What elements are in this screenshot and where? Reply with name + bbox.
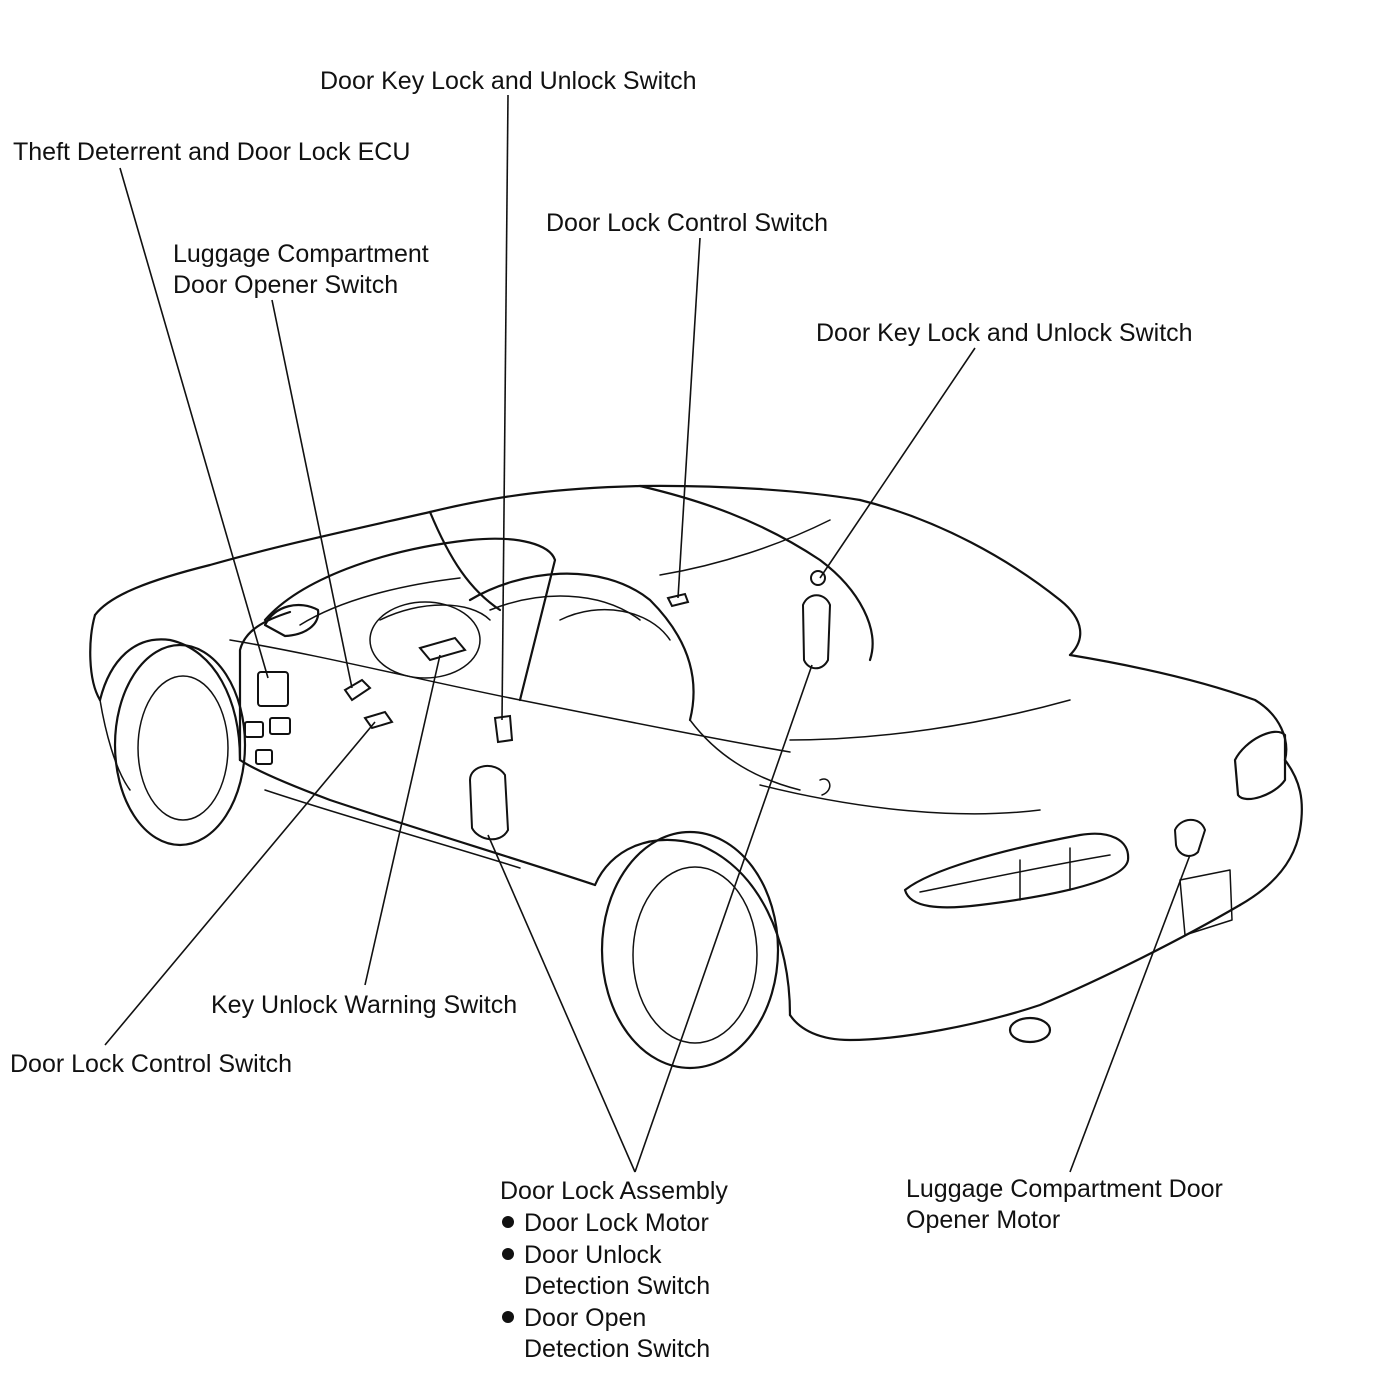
label-luggage-opener-motor: Luggage Compartment Door Opener Motor bbox=[906, 1174, 1223, 1236]
luggage-opener-motor-part bbox=[1173, 818, 1207, 857]
label-luggage-opener-switch: Luggage Compartment Door Opener Switch bbox=[173, 239, 429, 301]
door-lock-assembly-right-part bbox=[801, 594, 832, 670]
door-key-switch-left-part bbox=[493, 714, 514, 744]
door-lock-assembly-item-3-line2: Detection Switch bbox=[524, 1335, 711, 1363]
label-key-unlock-warning-switch: Key Unlock Warning Switch bbox=[211, 991, 518, 1019]
label-door-lock-control-switch-top: Door Lock Control Switch bbox=[546, 209, 829, 237]
label-luggage-opener-switch-line2: Door Opener Switch bbox=[173, 271, 399, 299]
bullet-dot bbox=[502, 1311, 514, 1324]
label-luggage-opener-motor-line1: Luggage Compartment Door bbox=[906, 1175, 1223, 1203]
relay-part-2 bbox=[269, 717, 291, 735]
relay-part-1 bbox=[244, 721, 264, 738]
label-door-lock-assembly: Door Lock Assembly bbox=[500, 1176, 728, 1207]
key-unlock-warning-switch-part bbox=[418, 636, 467, 662]
door-lock-assembly-item-2-line2: Detection Switch bbox=[524, 1272, 711, 1300]
label-luggage-opener-motor-line2: Opener Motor bbox=[906, 1206, 1061, 1234]
door-lock-assembly-item-2-line1: Door Unlock bbox=[524, 1241, 662, 1269]
component-parts bbox=[244, 570, 1207, 857]
label-door-lock-control-switch-left: Door Lock Control Switch bbox=[10, 1050, 293, 1078]
label-door-key-lock-unlock-switch-top: Door Key Lock and Unlock Switch bbox=[320, 67, 697, 95]
door-lock-control-switch-left-part bbox=[363, 710, 394, 730]
leader-lines bbox=[104, 94, 1191, 1173]
door-lock-assembly-left-part bbox=[468, 765, 510, 841]
ecu-part bbox=[257, 671, 289, 707]
label-theft-deterrent-ecu: Theft Deterrent and Door Lock ECU bbox=[13, 138, 411, 166]
door-lock-assembly-item-3-line1: Door Open bbox=[524, 1304, 647, 1332]
door-lock-assembly-item: Door Lock Motor bbox=[502, 1208, 709, 1239]
bullet-dot bbox=[502, 1216, 514, 1229]
label-luggage-opener-switch-line1: Luggage Compartment bbox=[173, 240, 429, 268]
relay-part-3 bbox=[255, 749, 273, 765]
bullet-dot bbox=[502, 1248, 514, 1261]
door-lock-assembly-item: Door Open Detection Switch bbox=[502, 1303, 710, 1365]
door-lock-control-switch-top-part bbox=[666, 592, 690, 608]
luggage-opener-switch-part bbox=[343, 678, 372, 702]
label-door-key-lock-unlock-switch-right: Door Key Lock and Unlock Switch bbox=[816, 319, 1193, 347]
door-lock-assembly-title: Door Lock Assembly bbox=[500, 1177, 728, 1205]
door-lock-assembly-item: Door Unlock Detection Switch bbox=[502, 1240, 710, 1302]
car-outline bbox=[89, 484, 1303, 1070]
door-lock-assembly-item-1: Door Lock Motor bbox=[524, 1209, 709, 1237]
